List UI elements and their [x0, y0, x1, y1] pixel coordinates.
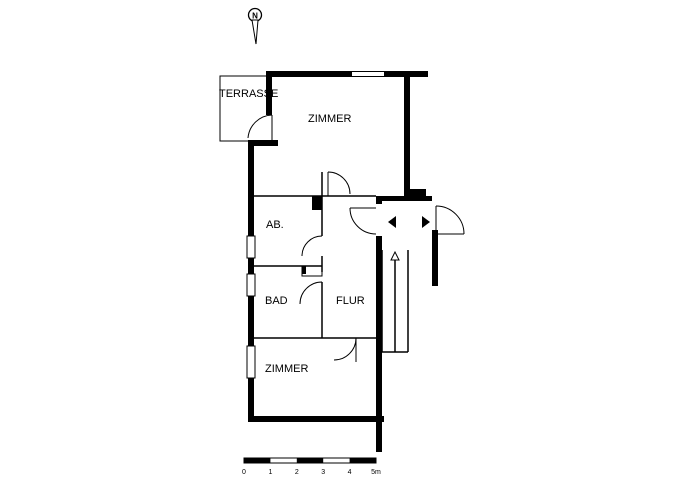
scale-tick-2: 2: [295, 469, 299, 476]
entrance-arrows: [388, 216, 430, 228]
left-windows: [246, 235, 256, 379]
scale-tick-4: 4: [348, 469, 352, 476]
arrow-left-icon: [388, 216, 396, 228]
room-label-bad: BAD: [265, 295, 288, 307]
scale-tick-5: 5m: [371, 469, 381, 476]
scale-bar: 0 1 2 3 4 5m: [242, 457, 381, 476]
room-label-flur: FLUR: [336, 295, 365, 307]
scale-tick-0: 0: [242, 469, 246, 476]
doors: [247, 114, 465, 362]
scale-tick-1: 1: [268, 469, 272, 476]
room-label-ab: AB.: [266, 219, 284, 231]
room-label-zimmer-top: ZIMMER: [308, 113, 351, 125]
room-label-terrasse: TERRASSE: [219, 88, 278, 100]
room-label-zimmer-bottom: ZIMMER: [265, 363, 308, 375]
north-compass-icon: N: [247, 7, 263, 45]
arrow-right-icon: [422, 216, 430, 228]
interior-walls: [254, 172, 409, 353]
stair-arrow-icon: [390, 250, 400, 261]
terrasse-outline: [219, 75, 268, 142]
walls: [248, 71, 438, 452]
compass-letter: N: [252, 12, 258, 21]
scale-tick-3: 3: [321, 469, 325, 476]
